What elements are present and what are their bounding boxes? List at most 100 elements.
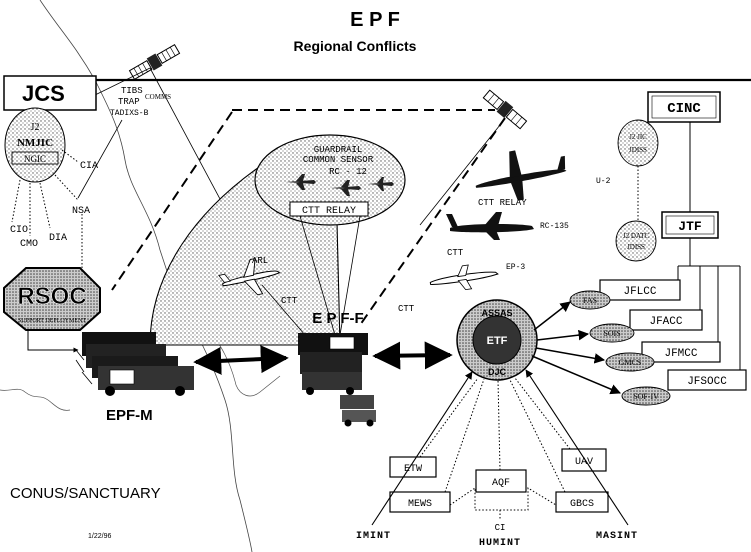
etw-box: [389, 456, 437, 478]
jcs-box: [3, 75, 97, 111]
date-label: 1/22/96: [88, 533, 111, 540]
jcs-label: JCS: [22, 81, 65, 106]
etw-label: ETW: [404, 464, 422, 475]
ctt-right-label: CTT: [398, 304, 415, 314]
imint-arrow: [371, 371, 473, 526]
j2-datc-node: [615, 220, 657, 262]
comms-satellite-icon: [128, 43, 181, 81]
fas-label: FAS: [583, 296, 597, 305]
cinc-label: CINC: [667, 101, 701, 117]
comms-label: COMMS: [145, 93, 171, 101]
mews-box: [389, 491, 451, 513]
sois-node: [589, 323, 635, 343]
cinc-box: [647, 91, 721, 123]
ngic-label: NGIC: [24, 154, 46, 164]
fas-node: [569, 290, 611, 310]
mews-label: MEWS: [408, 499, 432, 510]
cia-label: CIA: [80, 161, 98, 172]
j2-jic-label: J2 JIC: [629, 133, 647, 141]
jfacc-box: [629, 309, 703, 331]
gbcs-label: GBCS: [570, 499, 594, 510]
rsoc-to-epfm-line: [27, 330, 79, 353]
ctt-relay-box: [289, 201, 369, 217]
assas-core: [472, 315, 522, 365]
ctt-relay-box-label: CTT RELAY: [302, 206, 356, 217]
dashed-relay-right: [359, 117, 506, 326]
epff-vehicles-icon: [298, 333, 376, 427]
relay-cone-line-2: [339, 215, 361, 336]
jfacc-label: JFACC: [649, 316, 682, 328]
arl-label: ARL: [252, 256, 268, 266]
imint-label: IMINT: [356, 531, 391, 542]
trap-label: TRAP: [118, 97, 140, 107]
guardrail-aircraft-icon: [331, 180, 361, 196]
aqf-label: AQF: [492, 478, 510, 489]
arl-aircraft-icon: [218, 257, 281, 296]
assas-gmcs-arrow: [535, 347, 606, 364]
rc135-aircraft-icon: [446, 212, 534, 240]
dashed-relay-left: [111, 111, 233, 291]
assas-ring-top-label: ASSAS: [481, 308, 512, 318]
j2-datc-label: J2 DATC: [623, 232, 650, 240]
aqf-link: [497, 379, 501, 471]
nmjic-label: NMJIC: [17, 137, 53, 149]
relay-satellite-link: [419, 124, 501, 226]
humint-label: HUMINT: [479, 538, 521, 549]
jdiss-2-label: JDISS: [627, 243, 645, 251]
diagram-subtitle: Regional Conflicts: [294, 38, 417, 54]
jfsocc-label: JFSOCC: [687, 376, 727, 388]
epff-label: E P F-F: [312, 310, 363, 327]
dia-link: [39, 182, 51, 229]
jfsocc-box: [667, 369, 747, 391]
jflcc-box: [599, 279, 681, 301]
u2-aircraft-icon: [475, 150, 567, 201]
sat-link-line-2: [94, 67, 151, 96]
conus-label: CONUS/SANCTUARY: [10, 485, 161, 502]
ep3-label: EP-3: [506, 263, 525, 272]
rsoc-label: RSOC: [17, 283, 86, 310]
cmo-label: CMO: [20, 239, 38, 250]
ci-humint-bracket: [449, 487, 557, 511]
aqf-box: [475, 469, 527, 493]
arl-link: [261, 284, 306, 336]
tadixs-label: TADIXS-B: [110, 109, 149, 118]
nsa-link: [54, 174, 79, 201]
tibs-label: TIBS: [121, 86, 143, 96]
rsoc-node: [3, 267, 101, 331]
guardrail-label: GUARDRAIL: [314, 145, 363, 155]
jflcc-label: JFLCC: [623, 286, 656, 298]
etw-link: [419, 377, 479, 458]
assas-core-label: ETF: [487, 335, 508, 347]
ctt-left-label: CTT: [281, 296, 298, 306]
masint-label: MASINT: [596, 531, 638, 542]
assas-sois-arrow: [536, 329, 590, 341]
jfmcc-box: [641, 341, 721, 363]
mews-link: [444, 378, 485, 493]
ctt-relay-label: CTT RELAY: [478, 198, 527, 208]
common-sensor-label: COMMON SENSOR: [303, 155, 374, 165]
gmcs-label: GMCS: [619, 358, 642, 367]
epff-assas-link: [372, 341, 453, 370]
j2-label: J2: [31, 122, 40, 133]
relay-cone-line: [299, 215, 336, 336]
sois-label: SOIS: [603, 329, 620, 338]
rc12-label: RC - 12: [329, 167, 367, 177]
epfm-label: EPF-M: [106, 407, 153, 424]
jtf-label: JTF: [678, 219, 702, 234]
rc135-label: RC-135: [540, 222, 569, 231]
terrain-coast-line: [0, 388, 71, 411]
sat-link-line-3: [77, 119, 123, 199]
dia-label: DIA: [49, 233, 67, 244]
masint-arrow: [525, 369, 629, 526]
sof-iv-label: SOF-IV: [633, 392, 659, 401]
uav-box: [561, 448, 607, 472]
epfm-epff-link: [193, 345, 289, 375]
diagram-title: E P F: [350, 9, 400, 31]
guardrail-aircraft-icon: [286, 174, 316, 190]
assas-fas-arrow: [533, 301, 571, 331]
j2-jic-node: [617, 119, 659, 167]
rsoc-sub-label: SUPPORT DEPLOYMENT: [18, 318, 86, 324]
uav-label: UAV: [575, 457, 593, 468]
